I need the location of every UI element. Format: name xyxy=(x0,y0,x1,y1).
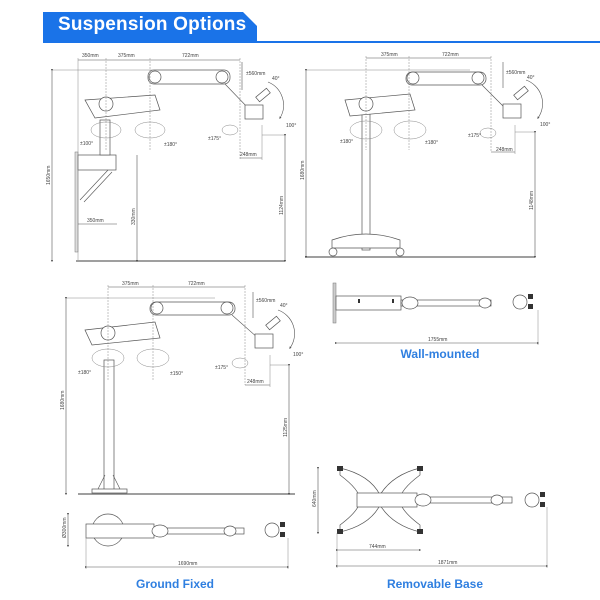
rot-head-angle: ±175° xyxy=(215,365,228,371)
mobile-stand-side-view: 375mm 722mm ±560mm 40° 100° ±180° ±180° … xyxy=(300,52,550,259)
dim-722mm: 722mm xyxy=(442,52,459,58)
dim-bracket-height: 330mm xyxy=(131,208,137,225)
dim-base-depth: 640mm xyxy=(312,490,318,507)
eyepiece xyxy=(255,87,271,103)
main-arm xyxy=(84,94,161,119)
rot-head-angle: ±175° xyxy=(468,133,481,139)
dim-head-height: 1124mm xyxy=(279,196,285,215)
dim-head-offset: 248mm xyxy=(247,379,264,385)
dim-base-diameter: Ø300mm xyxy=(62,517,68,538)
caster-wheel xyxy=(328,247,338,257)
rot-head-angle: ±175° xyxy=(208,136,221,142)
wall xyxy=(332,282,337,324)
arm-top xyxy=(356,492,418,508)
rot-arm-angle: ±180° xyxy=(425,140,438,146)
dim-total-height: 1650mm xyxy=(46,166,52,185)
removable-base-top-view: 640mm 744mm 1871mm xyxy=(312,466,549,568)
spring-arm xyxy=(405,71,487,86)
dim-length: 1755mm xyxy=(428,337,447,343)
wall-mounted-side-view: 350mm 375mm 722mm ±560mm 40° 100° ±100° … xyxy=(46,53,296,263)
fixed-column xyxy=(103,359,115,491)
rotation-head-icon xyxy=(221,124,239,136)
wall xyxy=(74,151,79,253)
arm-top xyxy=(85,523,155,539)
caption-wall-mounted: Wall-mounted xyxy=(400,347,480,361)
caster-wheel xyxy=(395,247,405,257)
dim-total-height: 1680mm xyxy=(60,391,66,410)
wall-bracket xyxy=(77,154,117,171)
tilt-down-angle: 100° xyxy=(540,122,550,128)
dim-vertical-travel: ±560mm xyxy=(506,70,525,76)
main-arm xyxy=(84,321,161,346)
dim-length: 1871mm xyxy=(438,560,457,566)
floor-plate xyxy=(91,488,128,494)
dim-722mm: 722mm xyxy=(182,53,199,59)
dim-head-height: 1148mm xyxy=(529,191,535,210)
microscope-head-top xyxy=(524,492,540,508)
dim-length: 1690mm xyxy=(178,561,197,567)
tilt-up-angle: 40° xyxy=(527,75,535,81)
ground-fixed-side-view: 375mm 722mm ±560mm 40° 100° ±180° ±150° … xyxy=(60,281,303,496)
header-underline xyxy=(43,41,600,43)
dim-head-height: 1125mm xyxy=(283,418,289,437)
bracket-strut xyxy=(79,169,109,201)
dim-head-offset: 248mm xyxy=(240,152,257,158)
eyepiece-top xyxy=(528,294,533,299)
spring-arm xyxy=(149,301,236,316)
dim-vertical-travel: ±560mm xyxy=(256,298,275,304)
rot-base-angle: ±100° xyxy=(80,141,93,147)
dim-375mm: 375mm xyxy=(118,53,135,59)
rot-base-angle: ±180° xyxy=(78,370,91,376)
header-banner xyxy=(43,12,257,42)
tilt-up-angle: 40° xyxy=(272,76,280,82)
rot-arm-angle: ±150° xyxy=(170,371,183,377)
tilt-down-angle: 100° xyxy=(293,352,303,358)
caption-ground-fixed: Ground Fixed xyxy=(136,577,214,591)
wall-mounted-top-view: 1755mm xyxy=(332,282,540,345)
tilt-down-angle: 100° xyxy=(286,123,296,129)
dim-350mm: 350mm xyxy=(82,53,99,59)
dim-head-offset: 248mm xyxy=(496,147,513,153)
dim-vertical-travel: ±560mm xyxy=(246,71,265,77)
page-title: Suspension Options xyxy=(58,14,247,35)
dim-base-width: 744mm xyxy=(369,544,386,550)
microscope-head xyxy=(502,103,522,119)
microscope-head-top xyxy=(264,522,280,538)
caption-removable-base: Removable Base xyxy=(386,577,484,591)
microscope-head xyxy=(244,104,264,120)
arm-top xyxy=(335,295,402,311)
caster xyxy=(337,466,343,471)
microscope-head xyxy=(254,333,274,349)
dim-722mm: 722mm xyxy=(188,281,205,287)
dim-bracket-depth: 350mm xyxy=(87,218,104,224)
mobile-base xyxy=(331,233,401,249)
rot-base-angle: ±180° xyxy=(340,139,353,145)
rot-arm-angle: ±180° xyxy=(164,142,177,148)
dim-total-height: 1680mm xyxy=(300,161,306,180)
dim-375mm: 375mm xyxy=(122,281,139,287)
ground-fixed-top-view: Ø300mm 1690mm xyxy=(62,512,290,569)
tilt-up-angle: 40° xyxy=(280,303,288,309)
main-arm xyxy=(344,93,416,117)
dim-375mm: 375mm xyxy=(381,52,398,58)
microscope-head-top xyxy=(512,294,528,310)
